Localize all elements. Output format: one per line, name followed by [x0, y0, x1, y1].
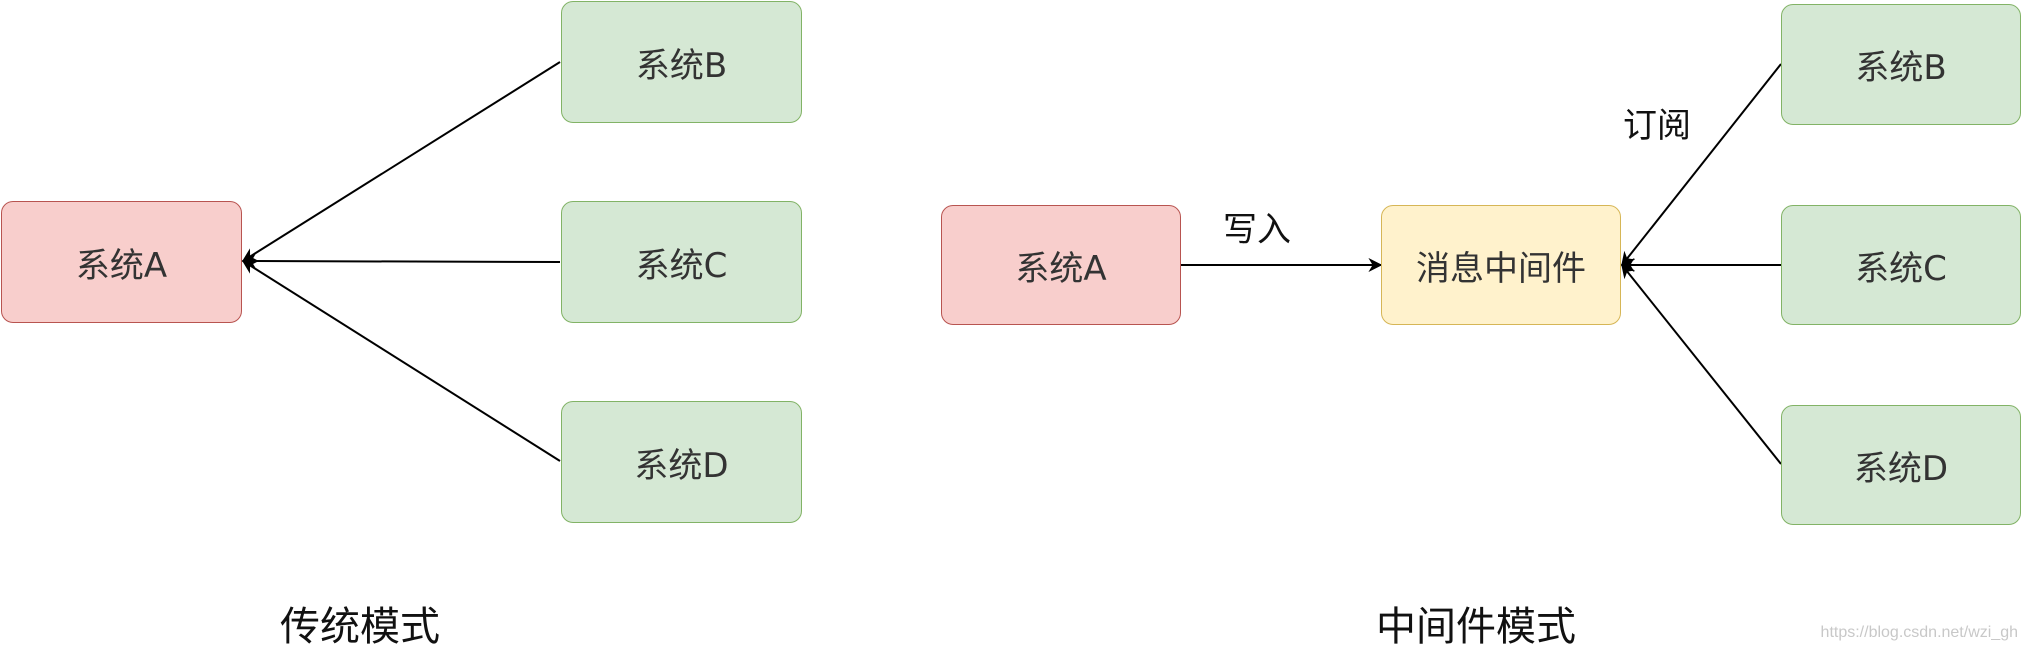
mw-system-d-label: 系统D [1853, 448, 1949, 489]
mw-system-a-node: 系统A [941, 205, 1181, 325]
trad-system-b-node: 系统B [561, 1, 802, 123]
edge-trad-b-to-a [241, 61, 561, 262]
mw-system-c-label: 系统C [1855, 248, 1947, 289]
edge-mw-b-to-broker [1621, 63, 1782, 267]
mw-system-c-node: 系统C [1781, 205, 2021, 325]
trad-system-a-label: 系统A [75, 245, 168, 286]
subscribe-edge-label: 订阅 [1623, 106, 1691, 146]
trad-system-a-node: 系统A [1, 201, 242, 323]
mw-system-b-label: 系统B [1855, 48, 1947, 88]
trad-system-d-node: 系统D [561, 401, 802, 523]
mw-system-b-node: 系统B [1781, 4, 2021, 125]
edge-trad-d-to-a [241, 260, 561, 462]
mw-broker-node: 消息中间件 [1381, 205, 1621, 325]
mw-system-d-node: 系统D [1781, 405, 2021, 525]
edge-trad-c-to-a [241, 254, 561, 269]
edge-mw-d-to-broker [1621, 263, 1782, 465]
trad-system-c-node: 系统C [561, 201, 802, 323]
watermark: https://blog.csdn.net/wzi_gh [1820, 624, 2018, 641]
traditional-mode-caption: 传统模式 [280, 604, 440, 650]
write-edge-label: 写入 [1223, 210, 1291, 250]
mw-system-a-label: 系统A [1015, 248, 1107, 289]
trad-system-c-label: 系统C [635, 245, 728, 286]
trad-system-b-label: 系统B [635, 45, 728, 86]
middleware-mode-caption: 中间件模式 [1376, 604, 1576, 650]
trad-system-d-label: 系统D [634, 445, 729, 486]
mw-broker-label: 消息中间件 [1416, 248, 1586, 289]
